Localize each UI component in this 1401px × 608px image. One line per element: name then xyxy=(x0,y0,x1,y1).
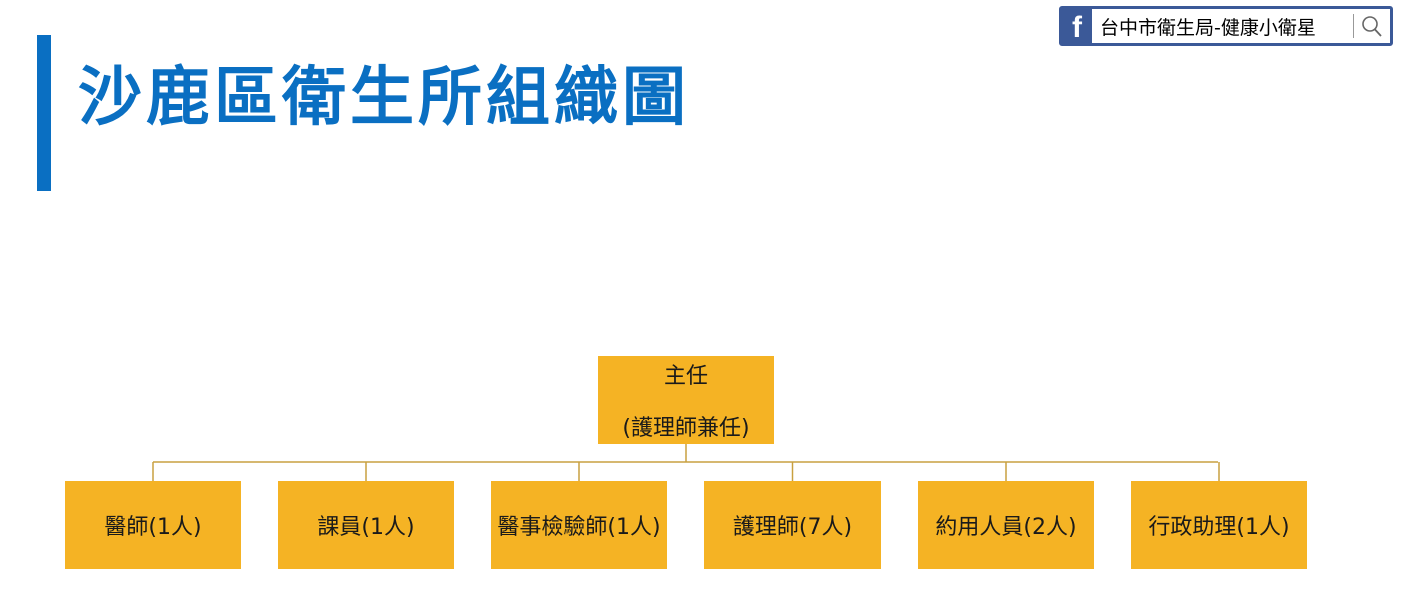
search-divider xyxy=(1353,14,1354,38)
facebook-search-box[interactable]: f 台中市衛生局-健康小衛星 xyxy=(1059,6,1393,46)
facebook-icon[interactable]: f xyxy=(1062,9,1092,43)
org-member-node: 醫師(1人) xyxy=(65,481,241,569)
title-accent-bar xyxy=(37,35,51,191)
org-member-node: 課員(1人) xyxy=(278,481,454,569)
org-head-node: 主任 (護理師兼任) xyxy=(598,356,774,444)
org-member-node: 護理師(7人) xyxy=(704,481,881,569)
org-member-node: 醫事檢驗師(1人) xyxy=(491,481,667,569)
org-member-node: 行政助理(1人) xyxy=(1131,481,1307,569)
org-member-node: 約用人員(2人) xyxy=(918,481,1094,569)
head-subtitle: (護理師兼任) xyxy=(622,416,750,441)
facebook-page-name: 台中市衛生局-健康小衛星 xyxy=(1100,16,1316,39)
head-title: 主任 xyxy=(663,364,708,389)
magnifier-icon[interactable] xyxy=(1360,13,1384,39)
page-title: 沙鹿區衛生所組織圖 xyxy=(78,61,690,135)
